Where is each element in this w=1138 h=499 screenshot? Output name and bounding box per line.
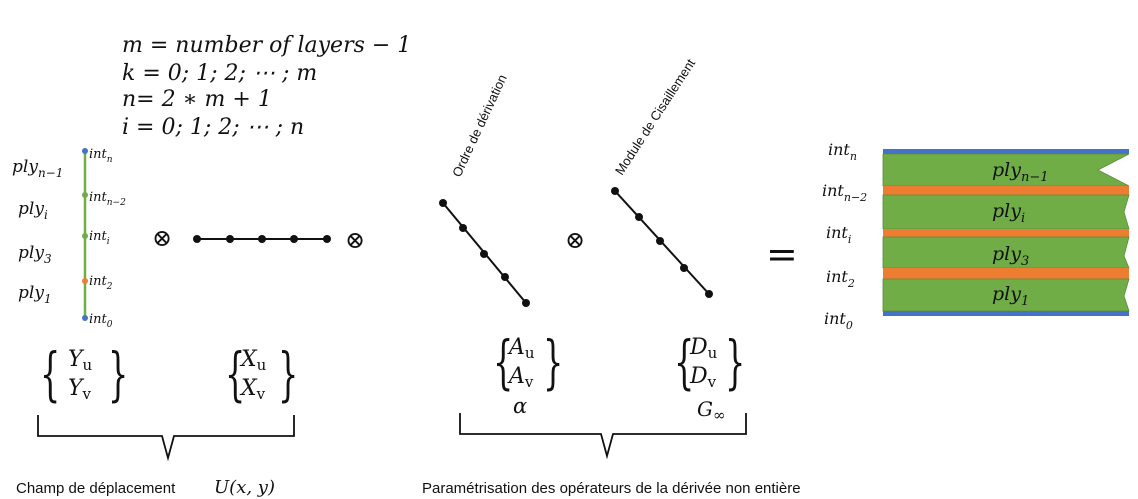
- y-u: Yu: [68, 347, 93, 374]
- interface-i: [883, 229, 1129, 237]
- a-u: Au: [507, 335, 535, 362]
- caption-displacement-math: U(x, y): [214, 477, 275, 498]
- vector-d: { Du Dv }: [674, 330, 745, 397]
- stack-ply-3: ply3: [992, 243, 1029, 269]
- equations-block: m = number of layers − 1 k = 0; 1; 2; ⋯ …: [122, 33, 411, 140]
- stack-ply-i: plyi: [992, 200, 1025, 226]
- eq-i-range: i = 0; 1; 2; ⋯ ; n: [122, 115, 304, 140]
- int-label-2: int2: [89, 274, 113, 292]
- left-int-labels: intn intn−2 inti int2 int0: [89, 147, 126, 330]
- stack-int-0: int0: [824, 309, 853, 332]
- ply-n-1-layer: [882, 153, 1130, 187]
- d1-node: [522, 299, 530, 307]
- ply-i-layer: [882, 194, 1130, 230]
- d1-node: [480, 250, 488, 258]
- caption-displacement: Champ de déplacement: [16, 480, 176, 497]
- brace-open: {: [493, 330, 513, 397]
- brace-open: {: [225, 342, 245, 409]
- h-node: [226, 235, 234, 243]
- brace-open: {: [40, 342, 60, 409]
- layer-axis: [82, 148, 88, 321]
- int-label-0: int0: [89, 312, 113, 330]
- d2-node: [656, 237, 664, 245]
- y-v: Yv: [68, 376, 92, 403]
- label-derivation-order: Ordre de dérivation: [449, 72, 510, 179]
- right-int-labels: intn intn−2 inti int2 int0: [822, 140, 867, 332]
- eq-n-definition: n= 2 ∗ m + 1: [122, 87, 272, 112]
- caption-parametrisation: Paramétrisation des opérateurs de la dér…: [422, 480, 801, 497]
- h-node: [193, 235, 201, 243]
- d-v: Dv: [689, 364, 717, 391]
- d2-node: [611, 187, 619, 195]
- brace-close: }: [108, 342, 128, 409]
- int-label-n-2: intn−2: [89, 190, 126, 208]
- int-label-i: inti: [89, 229, 110, 247]
- vector-y: { Yu Yv }: [40, 342, 128, 409]
- node-i: [82, 233, 88, 239]
- ply-3-layer: [882, 236, 1130, 269]
- g-infinity-label: G∞: [697, 397, 725, 424]
- ply-label-n-1: plyn−1: [12, 157, 63, 180]
- int-label-n: intn: [89, 147, 113, 165]
- vector-a: { Au Av }: [493, 330, 563, 397]
- diagonal-node-line-2: [611, 187, 713, 298]
- ply-label-i: plyi: [18, 199, 48, 222]
- x-u: Xu: [239, 347, 267, 374]
- interface-2: [883, 268, 1129, 279]
- d1-node: [501, 273, 509, 281]
- equals-sign: =: [766, 232, 798, 276]
- node-bottom: [82, 315, 88, 321]
- stack-int-2: int2: [826, 267, 855, 290]
- ply-1-layer: [882, 278, 1130, 312]
- h-node: [258, 235, 266, 243]
- diagonal-node-line-1: [439, 199, 530, 307]
- laminate-stack: [882, 149, 1130, 316]
- brace-open: {: [674, 330, 694, 397]
- x-v: Xv: [239, 376, 266, 403]
- brace-close: }: [725, 330, 745, 397]
- d1-node: [439, 199, 447, 207]
- node-top: [82, 148, 88, 154]
- tensor-symbol-1: ⊗: [152, 224, 172, 252]
- eq-k-range: k = 0; 1; 2; ⋯ ; m: [122, 61, 317, 86]
- vector-x: { Xu Xv }: [225, 342, 298, 409]
- stack-int-n-2: intn−2: [822, 181, 867, 204]
- label-shear-modulus: Module de Cisaillement: [612, 56, 698, 178]
- left-ply-labels: plyn−1 plyi ply3 ply1: [12, 157, 63, 306]
- interface-n-2: [883, 186, 1129, 195]
- d2-node: [635, 213, 643, 221]
- node-n-2: [82, 192, 88, 198]
- horizontal-node-line: [193, 235, 331, 243]
- right-ply-labels: plyn−1 plyi ply3 ply1: [992, 159, 1049, 309]
- tensor-symbol-3: ⊗: [565, 226, 585, 254]
- underbrace-left: [37, 415, 295, 462]
- brace-close: }: [543, 330, 563, 397]
- stack-int-i: inti: [826, 223, 851, 246]
- ply-label-1: ply1: [18, 283, 52, 306]
- stack-ply-n-1: plyn−1: [992, 159, 1049, 185]
- interface-bottom-blue: [883, 311, 1129, 316]
- a-v: Av: [507, 364, 534, 391]
- node-2: [82, 278, 88, 284]
- d1-node: [459, 224, 467, 232]
- h-node: [290, 235, 298, 243]
- interface-top-blue: [883, 149, 1129, 154]
- stack-ply-1: ply1: [992, 283, 1029, 309]
- h-node: [323, 235, 331, 243]
- d-u: Du: [689, 335, 718, 362]
- eq-m-definition: m = number of layers − 1: [122, 33, 411, 58]
- stack-int-n: intn: [828, 140, 857, 163]
- ply-label-3: ply3: [18, 243, 52, 266]
- alpha-label: α: [513, 394, 527, 418]
- tensor-symbol-2: ⊗: [345, 226, 365, 254]
- d2-node: [680, 264, 688, 272]
- brace-close: }: [278, 342, 298, 409]
- d2-node: [705, 290, 713, 298]
- underbrace-right: [459, 413, 747, 460]
